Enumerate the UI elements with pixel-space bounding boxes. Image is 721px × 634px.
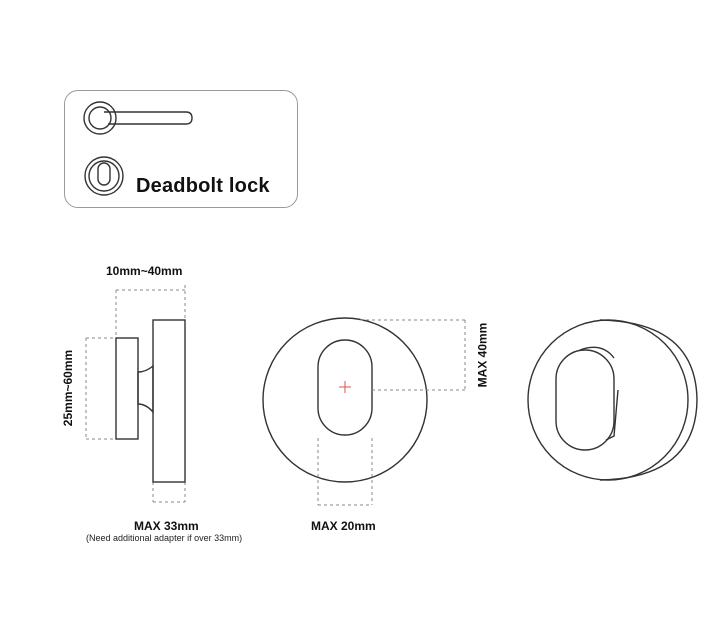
rose-profile (152, 319, 186, 483)
max-height-label: MAX 40mm (475, 322, 490, 388)
persp-knob-edge-side (605, 389, 619, 441)
persp-knob-face (555, 349, 615, 451)
door-handle-icon (83, 101, 193, 135)
knob-profile (115, 337, 139, 440)
legend-title: Deadbolt lock (136, 175, 270, 197)
front-knob (317, 339, 373, 436)
max-width-label: MAX 20mm (311, 519, 376, 533)
adapter-note: (Need additional adapter if over 33mm) (86, 533, 243, 543)
persp-rose-back (527, 319, 689, 481)
neck-profile (137, 364, 154, 414)
persp-rose-edge (599, 319, 698, 481)
max-depth-label: MAX 33mm (134, 519, 199, 533)
perspective-view (527, 319, 698, 481)
side-profile-view (85, 285, 186, 503)
front-view (262, 317, 466, 506)
front-rose (262, 317, 428, 483)
thumb-turn-icon (84, 156, 124, 196)
legend-card (64, 90, 298, 208)
door-thickness-label: 10mm~40mm (106, 264, 183, 278)
persp-knob-edge-top (579, 346, 615, 359)
rosette-height-label: 25mm~60mm (61, 349, 76, 427)
